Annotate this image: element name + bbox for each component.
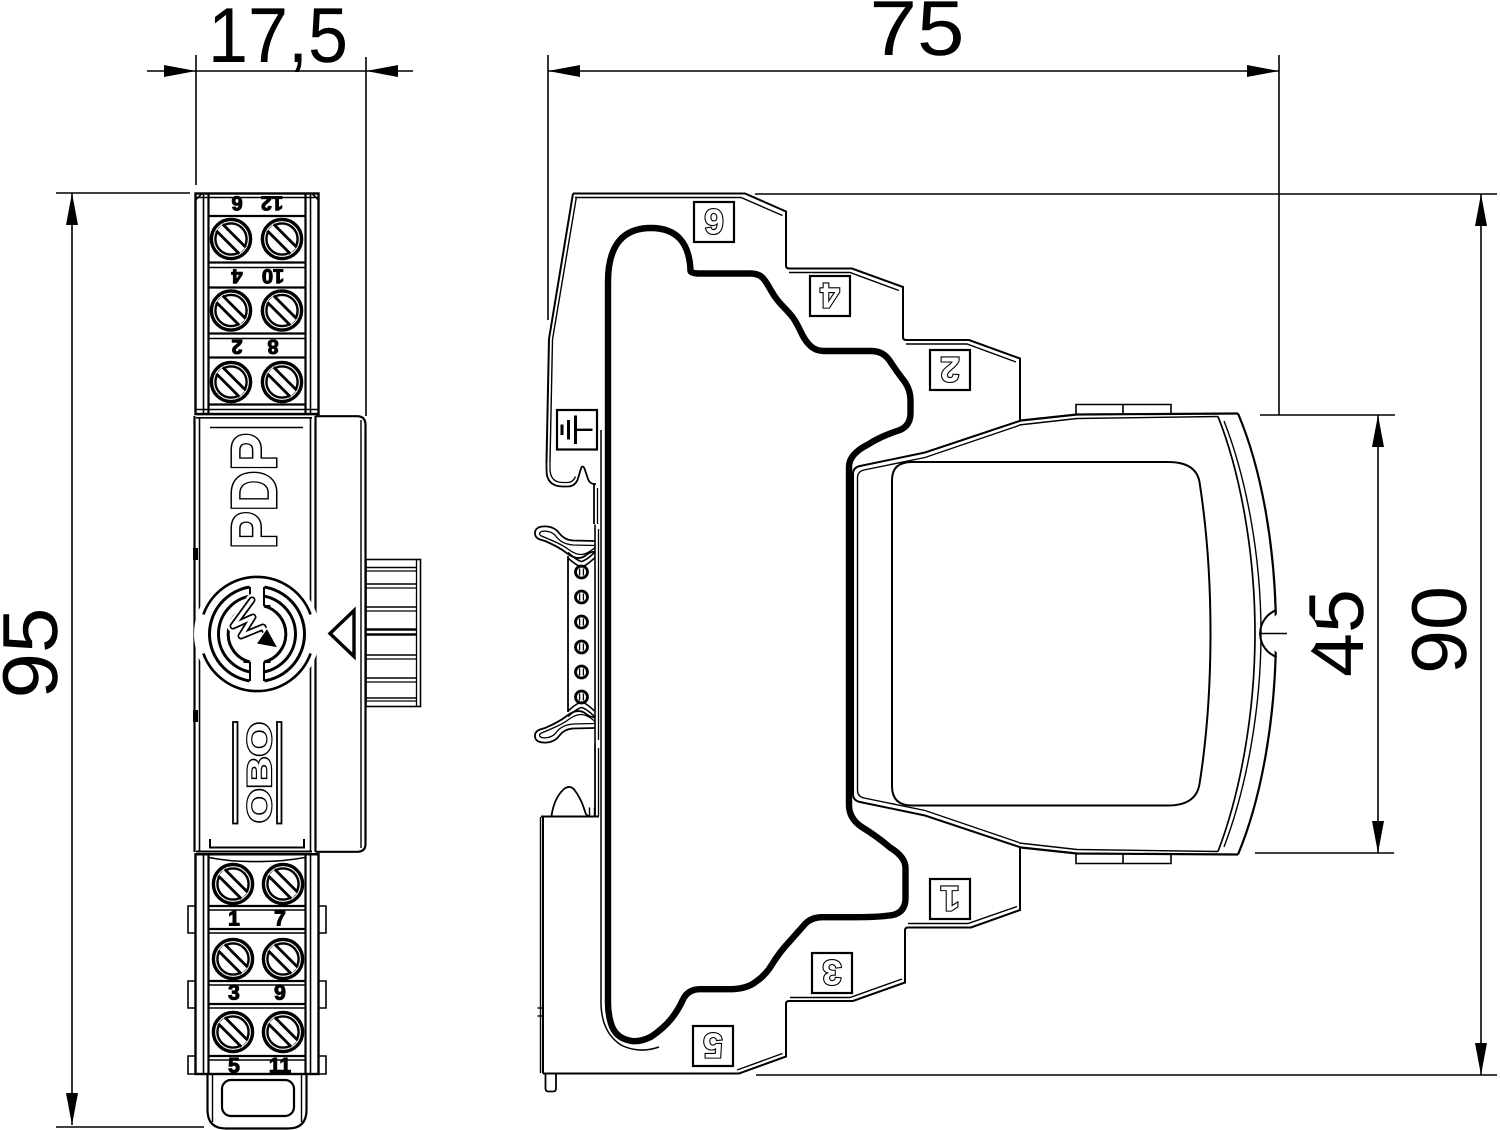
svg-text:9: 9	[274, 982, 286, 1005]
svg-text:OBO: OBO	[241, 722, 279, 823]
svg-text:3: 3	[822, 953, 841, 992]
svg-text:90: 90	[1395, 586, 1483, 674]
svg-text:7: 7	[274, 908, 286, 931]
svg-text:17,5: 17,5	[208, 0, 348, 79]
svg-text:PDP: PDP	[218, 433, 290, 549]
svg-text:6: 6	[231, 192, 242, 214]
svg-text:5: 5	[703, 1026, 722, 1065]
svg-text:4: 4	[820, 276, 840, 315]
svg-text:1: 1	[228, 908, 240, 931]
svg-text:95: 95	[0, 608, 74, 699]
svg-text:1: 1	[940, 879, 959, 918]
svg-text:75: 75	[870, 0, 965, 72]
svg-text:3: 3	[228, 982, 240, 1005]
svg-text:2: 2	[940, 350, 959, 389]
svg-text:5: 5	[228, 1055, 240, 1078]
svg-text:12: 12	[261, 192, 283, 214]
svg-text:2: 2	[231, 335, 242, 357]
svg-text:10: 10	[262, 265, 284, 287]
svg-text:11: 11	[269, 1055, 292, 1078]
svg-text:8: 8	[267, 335, 278, 357]
svg-text:6: 6	[704, 202, 723, 241]
svg-text:4: 4	[231, 265, 243, 287]
